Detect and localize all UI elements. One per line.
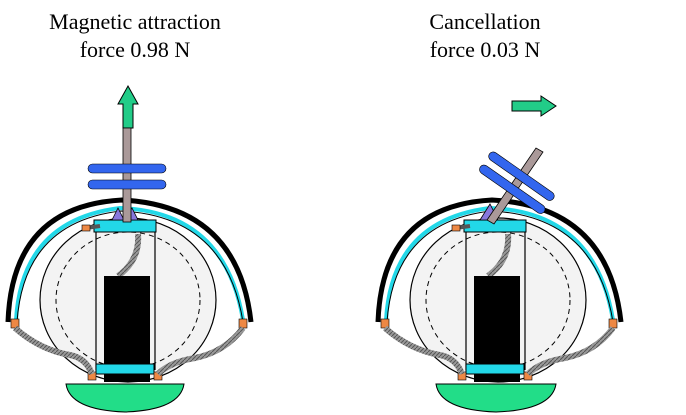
left-side-connector-right [238, 318, 248, 329]
right-wire-left [383, 325, 465, 376]
right-bottom-mount [465, 363, 525, 375]
right-shell [375, 197, 624, 323]
right-caption-line1: Cancellation [429, 9, 541, 34]
right-base [435, 383, 557, 413]
right-side-arrow-icon [511, 95, 557, 117]
left-device [5, 84, 254, 413]
left-caption-line1: Magnetic attraction [49, 9, 221, 34]
left-wire-left [13, 325, 95, 376]
right-caption: Cancellation force 0.03 N [400, 8, 570, 64]
right-caption-line2: force 0.03 N [429, 37, 541, 62]
right-device [375, 95, 624, 413]
right-wire-right [525, 326, 616, 377]
right-side-connector-right [608, 318, 618, 329]
right-magnet-bar-2 [479, 164, 546, 214]
left-caption: Magnetic attraction force 0.98 N [10, 8, 260, 64]
left-rod [122, 127, 132, 223]
left-magnet-bar-2 [87, 179, 167, 190]
right-magnet-bar-1 [488, 151, 555, 201]
left-magnet-bar-1 [87, 163, 167, 174]
left-wire-right [155, 326, 246, 377]
left-bottom-mount [95, 363, 155, 375]
left-shell [5, 197, 254, 323]
left-base [65, 383, 185, 413]
left-caption-line2: force 0.98 N [79, 37, 191, 62]
left-up-arrow-icon [117, 84, 139, 129]
left-shell-lining [14, 205, 245, 321]
